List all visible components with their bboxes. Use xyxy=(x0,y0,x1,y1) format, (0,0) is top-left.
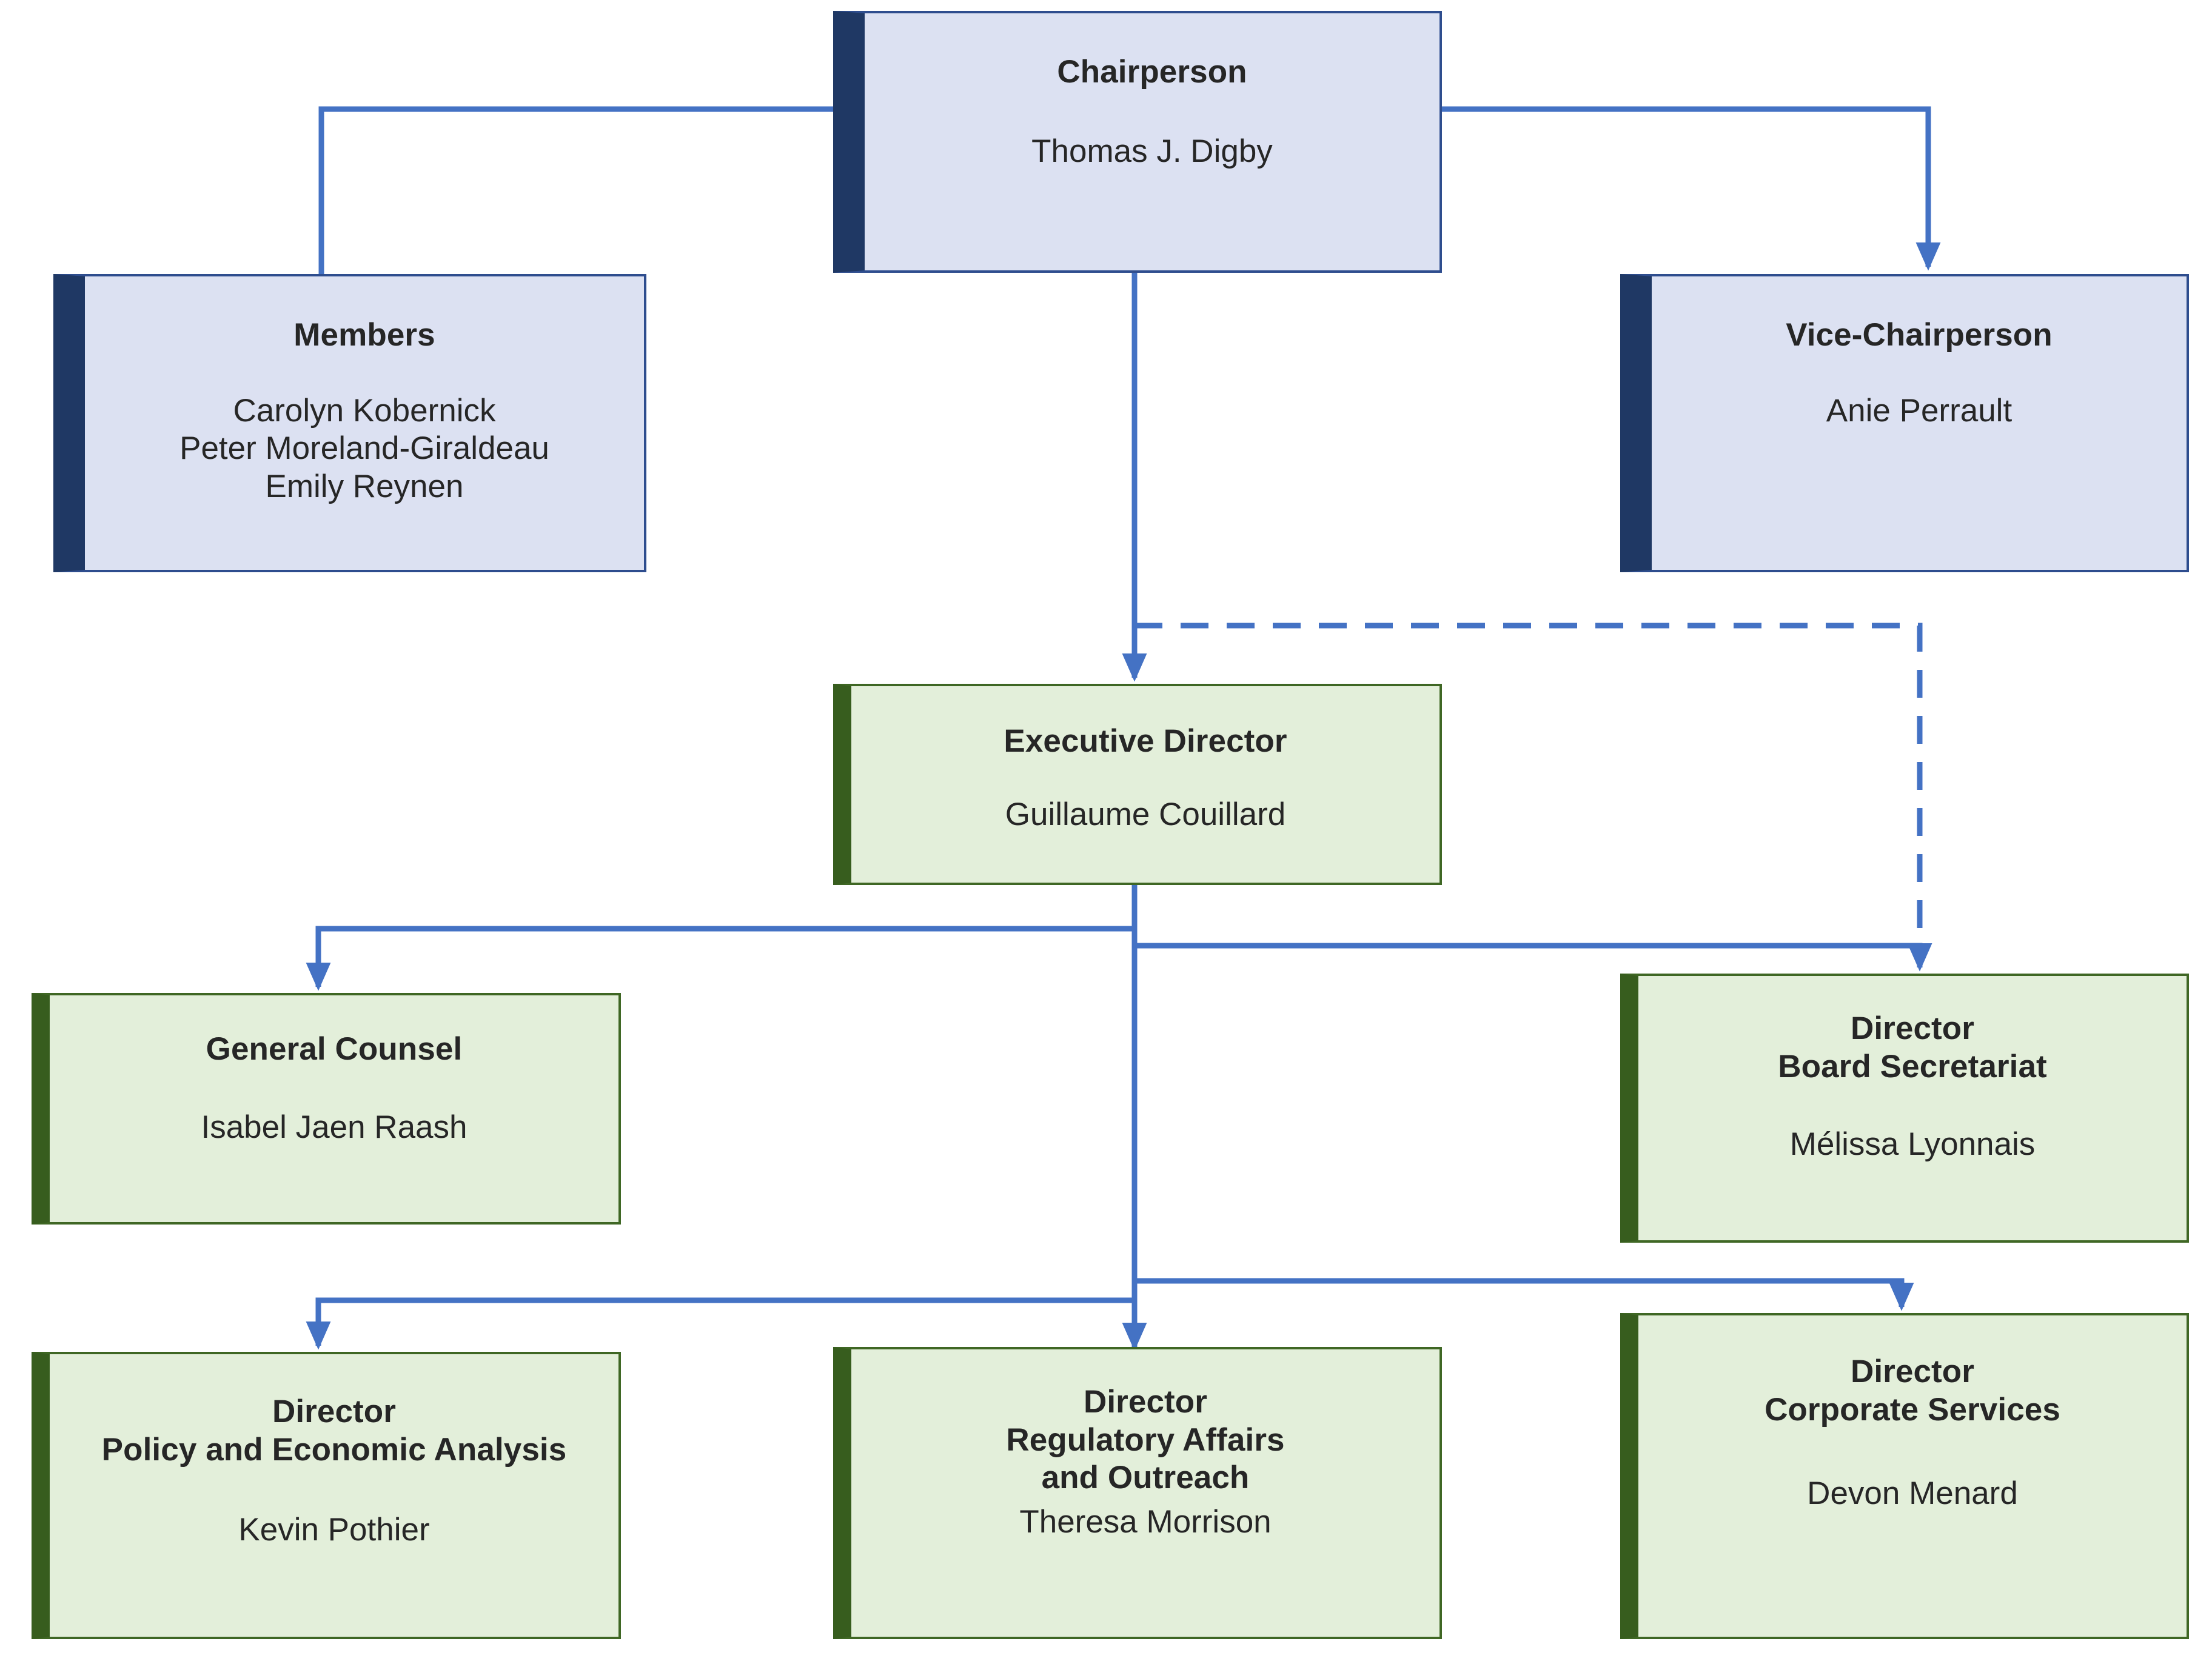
connector-executive-director-to-board-secretariat xyxy=(1134,943,1932,972)
connector-executive-director-to-corporate-services xyxy=(1134,1278,1914,1311)
node-policy-and-economic-analysis-title: Director Policy and Economic Analysis xyxy=(101,1394,567,1468)
node-board-secretariat[interactable]: Director Board Secretariat Mélissa Lyonn… xyxy=(1620,974,2189,1243)
node-regulatory-affairs-and-outreach-title: Director Regulatory Affairs and Outreach xyxy=(1006,1384,1285,1496)
node-executive-director-person: Guillaume Couillard xyxy=(1005,796,1286,832)
node-corporate-services[interactable]: Director Corporate Services Devon Menard xyxy=(1620,1313,2189,1639)
node-general-counsel-title: General Counsel xyxy=(206,1031,463,1067)
node-members[interactable]: Members Carolyn Kobernick Peter Moreland… xyxy=(53,274,646,572)
node-corporate-services-title: Director Corporate Services xyxy=(1765,1354,2060,1428)
connector-executive-director-to-general-counsel xyxy=(306,926,1134,991)
node-vice-chairperson[interactable]: Vice-Chairperson Anie Perrault xyxy=(1620,274,2189,572)
node-policy-and-economic-analysis-person: Kevin Pothier xyxy=(238,1512,430,1548)
node-general-counsel-person: Isabel Jaen Raash xyxy=(201,1109,468,1145)
node-policy-and-economic-analysis[interactable]: Director Policy and Economic Analysis Ke… xyxy=(32,1352,621,1639)
node-board-secretariat-title: Director Board Secretariat xyxy=(1778,1011,2047,1084)
node-vice-chairperson-person: Anie Perrault xyxy=(1826,392,2013,429)
connector-chairperson-to-members xyxy=(318,106,833,274)
connector-executive-director-to-policy xyxy=(306,1297,1134,1350)
node-regulatory-affairs-and-outreach[interactable]: Director Regulatory Affairs and Outreach… xyxy=(833,1347,1442,1639)
node-chairperson[interactable]: Chairperson Thomas J. Digby xyxy=(833,11,1442,273)
node-board-secretariat-person: Mélissa Lyonnais xyxy=(1789,1126,2036,1163)
node-vice-chairperson-title: Vice-Chairperson xyxy=(1786,317,2053,353)
node-general-counsel[interactable]: General Counsel Isabel Jaen Raash xyxy=(32,993,621,1225)
node-members-title: Members xyxy=(293,317,435,353)
node-executive-director[interactable]: Executive Director Guillaume Couillard xyxy=(833,684,1442,885)
node-executive-director-title: Executive Director xyxy=(1004,723,1287,759)
connector-chairperson-to-vice-chairperson xyxy=(1442,106,1941,271)
node-corporate-services-person: Devon Menard xyxy=(1807,1475,2018,1512)
node-chairperson-person: Thomas J. Digby xyxy=(1031,133,1273,169)
node-members-person-list: Carolyn Kobernick Peter Moreland-Giralde… xyxy=(179,392,549,504)
node-chairperson-title: Chairperson xyxy=(1057,54,1247,90)
node-regulatory-affairs-and-outreach-person: Theresa Morrison xyxy=(1019,1503,1272,1540)
